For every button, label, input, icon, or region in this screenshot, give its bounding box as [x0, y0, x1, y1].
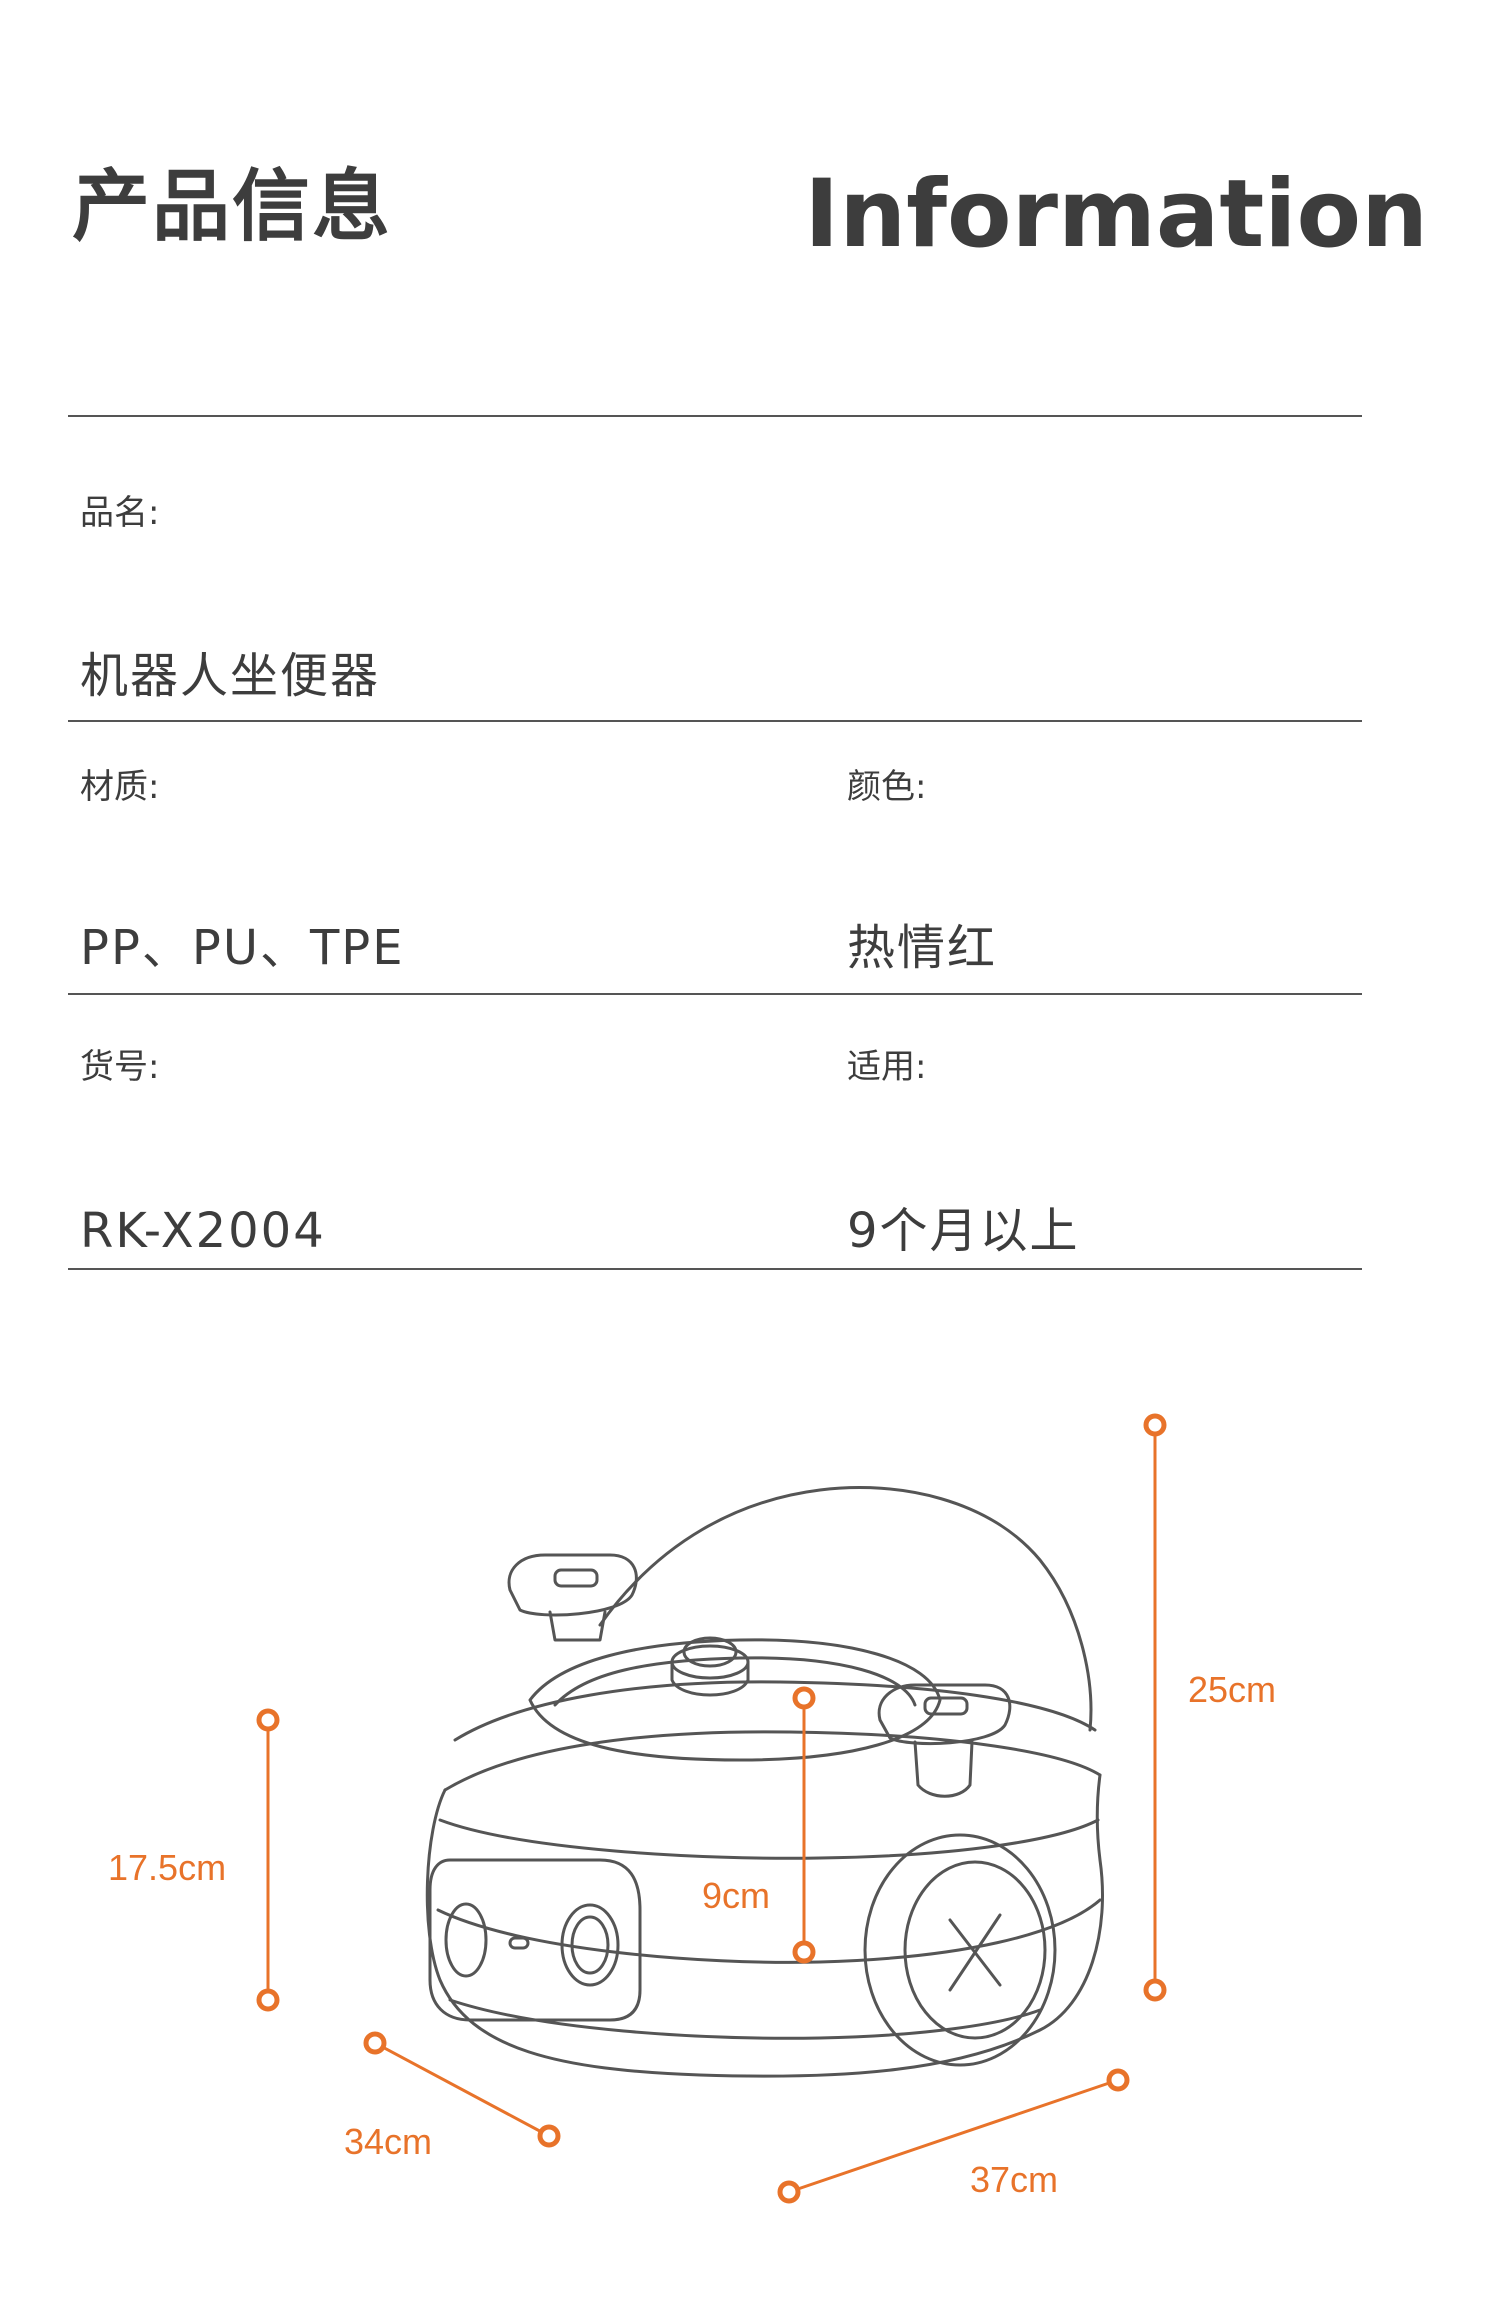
divider — [68, 720, 1362, 722]
color-label: 颜色: — [847, 767, 927, 807]
page-title-cn: 产品信息 — [72, 162, 393, 252]
age-value: 9个月以上 — [847, 1203, 1080, 1259]
divider — [68, 1268, 1362, 1270]
name-label: 品名: — [80, 493, 160, 533]
model-label: 货号: — [80, 1047, 160, 1087]
color-value: 热情红 — [847, 920, 998, 976]
divider — [68, 415, 1362, 417]
dimension-height-body: 17.5cm — [108, 1847, 227, 1888]
name-value: 机器人坐便器 — [80, 648, 381, 704]
page-title-en: Information — [804, 160, 1428, 269]
dimension-seat-depth: 9cm — [702, 1875, 771, 1916]
dimension-width: 34cm — [344, 2121, 433, 2162]
material-value: PP、PU、TPE — [80, 920, 405, 976]
age-label: 适用: — [847, 1047, 927, 1087]
model-value: RK-X2004 — [80, 1203, 326, 1259]
dimension-height-total: 25cm — [1188, 1669, 1277, 1710]
material-label: 材质: — [80, 767, 160, 807]
divider — [68, 993, 1362, 995]
dimension-length: 37cm — [970, 2159, 1059, 2200]
